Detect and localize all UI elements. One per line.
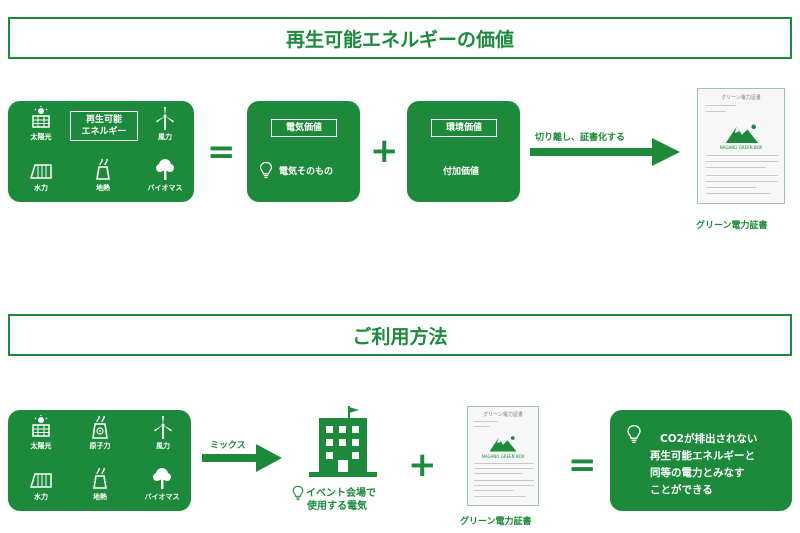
hydro-dam-icon bbox=[29, 466, 53, 490]
source-wind: 風力 bbox=[146, 106, 184, 142]
equals-sign-1: = bbox=[207, 132, 236, 172]
source2-geothermal: 地熱 bbox=[81, 466, 119, 502]
renewable-energy-chip: 再生可能 エネルギー bbox=[70, 111, 138, 141]
source2-wind-label: 風力 bbox=[156, 442, 170, 450]
logo-mountain-icon bbox=[724, 123, 760, 145]
source2-geothermal-label: 地熱 bbox=[93, 493, 107, 501]
certificate-logo-text-1: NAGANO GREEN BOX bbox=[698, 145, 784, 150]
source-biomass: バイオマス bbox=[142, 157, 188, 193]
lightbulb-icon bbox=[257, 161, 275, 179]
right-arrow-2 bbox=[202, 444, 282, 472]
certificate-logo-line1-1: NAGANO bbox=[719, 145, 738, 150]
environmental-value-text: 付加価値 bbox=[443, 167, 480, 177]
geothermal-plant-icon bbox=[91, 157, 115, 181]
source2-nuclear-label: 原子力 bbox=[89, 442, 111, 450]
certificate-doc-title-2: グリーン電力証書 bbox=[483, 412, 523, 418]
source2-solar: 太陽光 bbox=[22, 415, 60, 451]
logo-mountain-icon bbox=[488, 435, 518, 453]
mixed-sources-panel: 太陽光 原子力 風力 水力 地熱 バイオマス bbox=[8, 410, 191, 511]
environmental-value-panel: 環境価値 付加価値 bbox=[407, 101, 520, 202]
result-line3: 同等の電力とみなす bbox=[650, 467, 745, 479]
source-biomass-label: バイオマス bbox=[147, 184, 183, 192]
source-hydro: 水力 bbox=[22, 157, 60, 193]
plus-sign-2: + bbox=[408, 445, 437, 485]
building-caption-line2: 使用する電気 bbox=[307, 501, 367, 512]
biomass-tree-icon bbox=[150, 466, 174, 490]
certificate-document-1: グリーン電力証書 NAGANO GREEN BOX bbox=[697, 88, 785, 204]
source2-solar-label: 太陽光 bbox=[30, 442, 52, 450]
building-caption-line1: イベント会場で bbox=[306, 488, 376, 499]
result-line1: CO2が排出されない bbox=[660, 433, 758, 445]
solar-panel-icon bbox=[29, 106, 53, 130]
result-line2: 再生可能エネルギーと bbox=[650, 450, 755, 462]
source-geothermal: 地熱 bbox=[84, 157, 122, 193]
electric-value-chip: 電気価値 bbox=[271, 119, 337, 137]
source-solar: 太陽光 bbox=[22, 106, 60, 142]
biomass-tree-icon bbox=[153, 157, 177, 181]
source2-biomass: バイオマス bbox=[139, 466, 185, 502]
source-geothermal-label: 地熱 bbox=[96, 184, 110, 192]
section1-title: 再生可能エネルギーの価値 bbox=[8, 17, 792, 59]
source2-biomass-label: バイオマス bbox=[144, 493, 180, 501]
electric-value-text: 電気そのもの bbox=[279, 167, 334, 177]
result-panel: CO2が排出されない 再生可能エネルギーと 同等の電力とみなす ことができる bbox=[610, 410, 792, 511]
mix-label: ミックス bbox=[210, 441, 246, 451]
certificate-logo-line2-2: GREEN BOX bbox=[500, 454, 525, 459]
wind-turbine-icon bbox=[153, 106, 177, 130]
renewable-energy-chip-line2: エネルギー bbox=[81, 127, 127, 137]
environmental-value-chip: 環境価値 bbox=[431, 119, 497, 137]
certificate-caption-2: グリーン電力証書 bbox=[460, 517, 532, 527]
section2-title: ご利用方法 bbox=[8, 314, 792, 356]
plus-sign-1: + bbox=[370, 131, 399, 171]
certificate-logo-line1-2: NAGANO bbox=[481, 454, 500, 459]
lightbulb-icon bbox=[290, 485, 306, 501]
certificate-caption-1: グリーン電力証書 bbox=[696, 221, 768, 231]
nuclear-plant-icon bbox=[88, 415, 112, 439]
source-solar-label: 太陽光 bbox=[30, 133, 52, 141]
source2-hydro-label: 水力 bbox=[34, 493, 48, 501]
hydro-dam-icon bbox=[29, 157, 53, 181]
equals-sign-2: = bbox=[568, 445, 597, 485]
certificate-doc-title-1: グリーン電力証書 bbox=[721, 95, 761, 101]
electric-value-panel: 電気価値 電気そのもの bbox=[247, 101, 360, 202]
source2-wind: 風力 bbox=[144, 415, 182, 451]
source-wind-label: 風力 bbox=[158, 133, 172, 141]
source-hydro-label: 水力 bbox=[34, 184, 48, 192]
source2-nuclear: 原子力 bbox=[81, 415, 119, 451]
right-arrow-1 bbox=[530, 138, 680, 166]
certificate-logo-text-2: NAGANO GREEN BOX bbox=[468, 454, 538, 459]
source2-hydro: 水力 bbox=[22, 466, 60, 502]
geothermal-plant-icon bbox=[88, 466, 112, 490]
certificate-document-2: グリーン電力証書 NAGANO GREEN BOX bbox=[467, 406, 539, 506]
wind-turbine-icon bbox=[151, 415, 175, 439]
renewable-sources-panel: 太陽光 再生可能 エネルギー 風力 水力 地熱 バイオマス bbox=[8, 101, 194, 202]
renewable-energy-chip-line1: 再生可能 bbox=[85, 115, 122, 125]
solar-panel-icon bbox=[29, 415, 53, 439]
lightbulb-icon bbox=[624, 424, 644, 444]
separate-certify-label: 切り離し、証書化する bbox=[535, 133, 626, 143]
building-icon bbox=[309, 406, 377, 477]
result-line4: ことができる bbox=[650, 484, 713, 496]
certificate-logo-line2-1: GREEN BOX bbox=[738, 145, 763, 150]
